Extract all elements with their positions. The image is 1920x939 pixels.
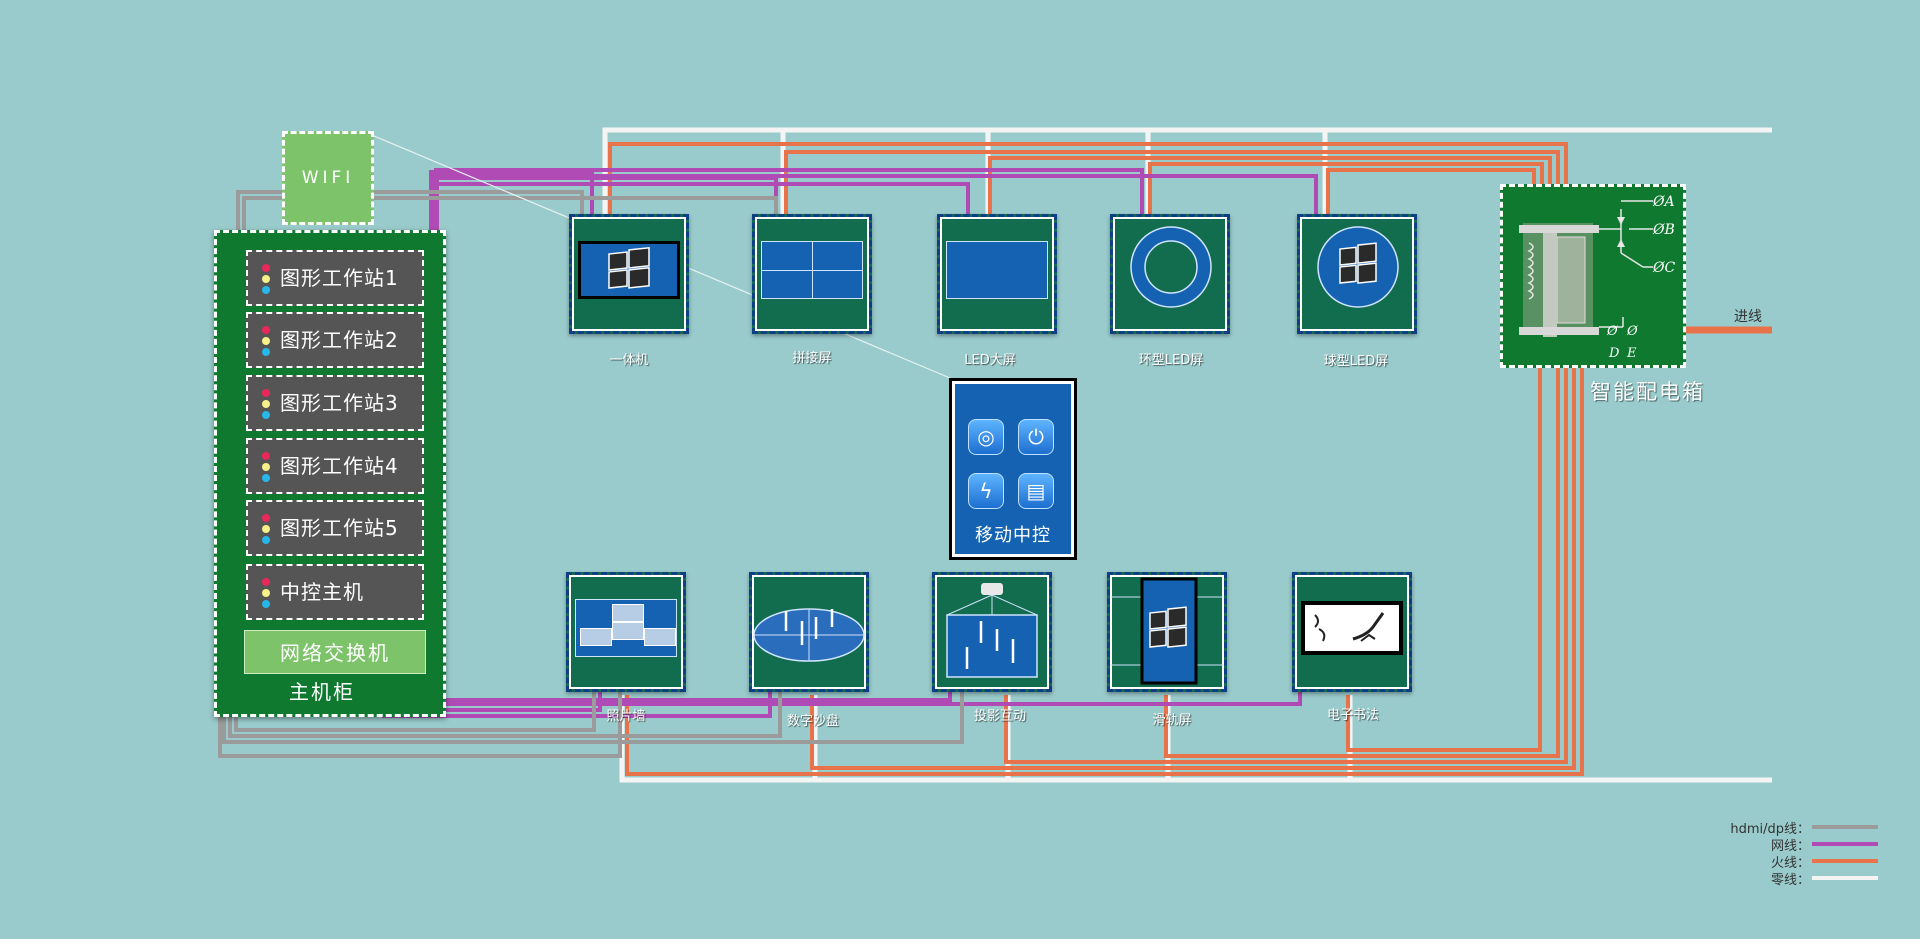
device-label: 照片墙 <box>606 709 646 724</box>
network-switch[interactable]: 网络交换机 <box>244 630 426 674</box>
legend-item: 零线： <box>1700 869 1880 888</box>
wifi-box: WIFI <box>282 131 374 225</box>
windows-monitor-icon <box>578 241 680 299</box>
device-label: 球型LED屏 <box>1323 354 1389 369</box>
lightning-icon[interactable]: ϟ <box>968 473 1004 509</box>
legend-label: 火线： <box>1770 856 1810 871</box>
workstation-label: 中控主机 <box>280 580 364 604</box>
device-sphere-led[interactable] <box>1297 214 1417 334</box>
workstation-1[interactable]: 图形工作站1 <box>246 250 424 306</box>
wifi-label: WIFI <box>301 168 355 188</box>
workstation-label: 图形工作站5 <box>280 516 399 540</box>
terminal-label: Ø <box>1606 324 1618 339</box>
mobile-control-label: 移动中控 <box>975 525 1051 546</box>
legend-swatch <box>1812 859 1878 863</box>
antenna-icon[interactable]: ◎ <box>968 419 1004 455</box>
workstation-3[interactable]: 图形工作站3 <box>246 375 424 431</box>
terminal-label: ØB <box>1652 222 1675 238</box>
terminal-label: E <box>1626 346 1637 361</box>
device-label: 环型LED屏 <box>1138 353 1204 368</box>
document-icon[interactable]: ▤ <box>1018 473 1054 509</box>
sphere-led-icon <box>1317 226 1399 308</box>
device-led-screen[interactable] <box>937 214 1057 334</box>
workstation-label: 图形工作站4 <box>280 454 399 478</box>
slide-rail-screen-icon <box>1110 577 1224 685</box>
central-control-host[interactable]: 中控主机 <box>246 564 424 620</box>
device-ring-led[interactable] <box>1110 214 1230 334</box>
device-label: 数字沙盘 <box>786 714 839 729</box>
mobile-control-panel[interactable]: ◎ ⏻ ϟ ▤ 移动中控 <box>949 378 1077 560</box>
workstation-label: 图形工作站2 <box>280 328 399 352</box>
terminal-label: D <box>1608 346 1620 361</box>
distribution-box-title: 智能配电箱 <box>1590 380 1705 404</box>
indicator-lights <box>262 326 272 358</box>
workstation-4[interactable]: 图形工作站4 <box>246 438 424 494</box>
power-icon[interactable]: ⏻ <box>1018 419 1054 455</box>
workstation-label: 图形工作站3 <box>280 391 399 415</box>
indicator-lights <box>262 578 272 610</box>
terminal-label: Ø <box>1626 324 1638 339</box>
legend-swatch <box>1812 825 1878 829</box>
led-screen-icon <box>946 241 1048 299</box>
legend-swatch <box>1812 842 1878 846</box>
device-all-in-one[interactable] <box>569 214 689 334</box>
device-digital-sandbox[interactable] <box>749 572 869 692</box>
terminal-label: ØC <box>1652 260 1675 276</box>
switch-label: 网络交换机 <box>280 641 390 665</box>
terminal-label: ØA <box>1652 194 1675 210</box>
device-label: 投影互动 <box>973 709 1026 724</box>
relay-schematic-icon: ØA ØB ØC Ø Ø D E <box>1519 194 1675 361</box>
device-label: 一体机 <box>609 353 649 368</box>
device-e-calligraphy[interactable] <box>1292 572 1412 692</box>
projector-icon <box>946 583 1038 678</box>
device-video-wall[interactable] <box>752 214 872 334</box>
indicator-lights <box>262 389 272 421</box>
device-label: 电子书法 <box>1326 708 1379 723</box>
digital-sandbox-icon <box>753 608 865 662</box>
device-label: LED大屏 <box>964 353 1016 368</box>
legend-item: 网线： <box>1700 835 1880 854</box>
legend-label: 零线： <box>1770 873 1810 888</box>
indicator-lights <box>262 264 272 296</box>
device-label: 滑轨屏 <box>1152 713 1192 728</box>
workstation-5[interactable]: 图形工作站5 <box>246 500 424 556</box>
photo-wall-icon <box>575 599 677 657</box>
ring-led-icon <box>1130 226 1212 308</box>
device-label: 拼接屏 <box>792 351 832 366</box>
legend-label: hdmi/dp线： <box>1730 822 1810 837</box>
indicator-lights <box>262 452 272 484</box>
device-slide-rail-screen[interactable] <box>1107 572 1227 692</box>
legend: hdmi/dp线： 网线： 火线： 零线： <box>1700 818 1880 888</box>
calligraphy-icon <box>1301 601 1403 655</box>
workstation-2[interactable]: 图形工作站2 <box>246 312 424 368</box>
legend-label: 网线： <box>1770 839 1810 854</box>
device-photo-wall[interactable] <box>566 572 686 692</box>
legend-item: 火线： <box>1700 852 1880 871</box>
feed-line-label: 进线 <box>1734 309 1762 325</box>
device-projector-interactive[interactable] <box>932 572 1052 692</box>
workstation-label: 图形工作站1 <box>280 266 399 290</box>
indicator-lights <box>262 514 272 546</box>
smart-distribution-box[interactable]: ØA ØB ØC Ø Ø D E <box>1500 184 1686 368</box>
legend-item: hdmi/dp线： <box>1700 818 1880 837</box>
video-wall-icon <box>761 241 863 299</box>
rack-title: 主机柜 <box>289 680 355 704</box>
legend-swatch <box>1812 876 1878 880</box>
